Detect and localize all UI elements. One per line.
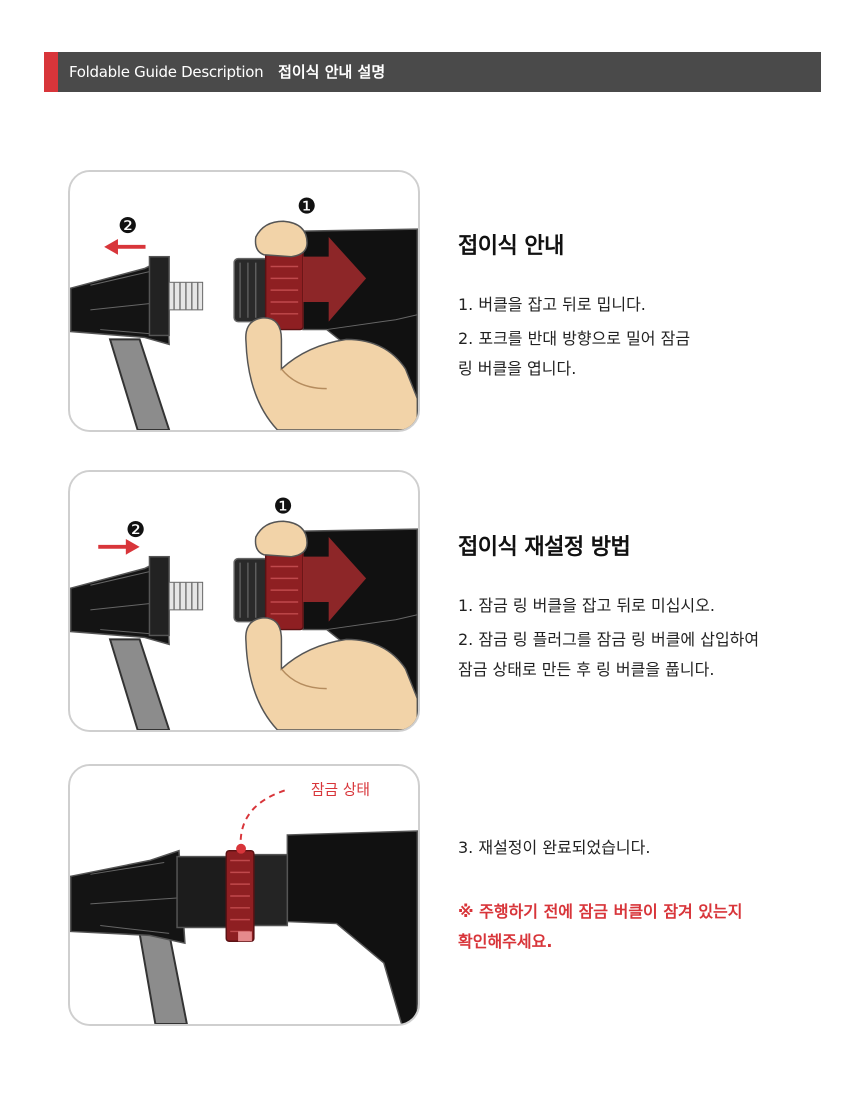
list-item-line: 2. 포크를 반대 방향으로 밀어 잠금 [458,329,691,348]
lock-ring-shape [264,246,304,331]
list-item: 1. 잠금 링 버클을 잡고 뒤로 미십시오. [458,591,838,621]
step3-illustration: 잠금 상태 [68,764,420,1026]
push-arrow-shape [303,236,367,322]
list-item: 1. 버클을 잡고 뒤로 밉니다. [458,290,838,320]
list-item-line: 1. 잠금 링 버클을 잡고 뒤로 미십시오. [458,596,715,615]
section3-text: 3. 재설정이 완료되었습니다. ※ 주행하기 전에 잠금 버클이 잠겨 있는지… [458,833,838,957]
lock-callout-dot [236,843,246,854]
list-item-line: 잠금 상태로 만든 후 링 버클을 풉니다. [458,660,715,679]
list-item: 2. 잠금 링 플러그를 잠금 링 버클에 삽입하여 잠금 상태로 만든 후 링… [458,625,838,685]
step1-illustration: ❶ ❷ [68,170,420,432]
finger-top-shape [254,220,308,258]
section2-list: 1. 잠금 링 버클을 잡고 뒤로 미십시오. 2. 잠금 링 플러그를 잠금 … [458,591,838,685]
list-item: 2. 포크를 반대 방향으로 밀어 잠금 링 버클을 엽니다. [458,324,838,384]
list-item-line: 1. 버클을 잡고 뒤로 밉니다. [458,295,646,314]
header-accent [44,52,58,92]
section2-text: 접이식 재설정 방법 1. 잠금 링 버클을 잡고 뒤로 미십시오. 2. 잠금… [458,529,838,689]
pull-left-arrow [104,238,146,255]
step2-illustration: ❶ ❷ [68,470,420,732]
finger-top-shape [254,520,308,558]
lock-ring-shape [264,546,304,631]
spring-shape [168,581,204,611]
section3-list: 3. 재설정이 완료되었습니다. [458,833,838,863]
notice-warning: ※ 주행하기 전에 잠금 버클이 잠겨 있는지 확인해주세요. [458,897,838,957]
list-item-line: 3. 재설정이 완료되었습니다. [458,838,651,857]
step1-svg: ❶ ❷ [70,172,418,430]
notice-line: 확인해주세요. [458,932,553,951]
hand-bottom-shape [245,317,418,430]
header-title-ko: 접이식 안내 설명 [278,63,386,81]
front-tube-shape [70,849,186,945]
header-bar: Foldable Guide Description 접이식 안내 설명 [44,52,821,92]
step2-marker-2: ❷ [126,518,145,543]
section1-list: 1. 버클을 잡고 뒤로 밉니다. 2. 포크를 반대 방향으로 밀어 잠금 링… [458,290,838,384]
section2-title: 접이식 재설정 방법 [458,535,631,560]
front-tube-shape [70,257,170,346]
step2-svg: ❶ ❷ [70,472,418,730]
front-tube-shape [70,557,170,646]
list-item-line: 2. 잠금 링 플러그를 잠금 링 버클에 삽입하여 [458,630,760,649]
lock-status-label: 잠금 상태 [311,782,370,799]
list-item: 3. 재설정이 완료되었습니다. [458,833,838,863]
step2-marker-1: ❶ [274,494,293,519]
step1-marker-2: ❷ [118,214,137,239]
spring-shape [168,281,204,311]
header-title: Foldable Guide Description 접이식 안내 설명 [69,52,385,92]
header-title-en: Foldable Guide Description [69,63,264,81]
step1-marker-1: ❶ [297,194,316,219]
push-right-arrow [98,538,140,555]
rear-frame-shape [286,830,418,1024]
list-item-line: 링 버클을 엽니다. [458,359,577,378]
stem-shape [108,338,171,430]
step3-svg: 잠금 상태 [70,766,418,1024]
section1-title: 접이식 안내 [458,234,564,259]
stem-shape [108,638,171,730]
hand-bottom-shape [245,617,418,730]
push-arrow-shape [303,536,367,622]
section1-text: 접이식 안내 1. 버클을 잡고 뒤로 밉니다. 2. 포크를 반대 방향으로 … [458,228,838,388]
notice-line: ※ 주행하기 전에 잠금 버클이 잠겨 있는지 [458,902,743,921]
lock-ring-shape [225,849,255,943]
